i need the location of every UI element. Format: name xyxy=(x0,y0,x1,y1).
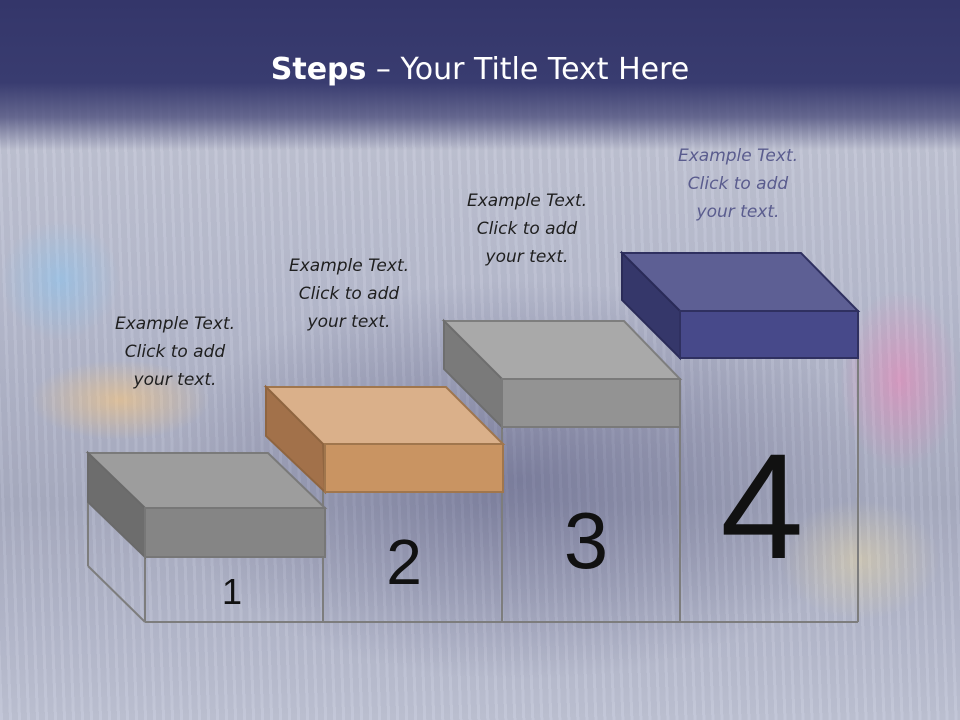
caption-line: Click to add xyxy=(687,174,789,194)
step-number-4: 4 xyxy=(720,422,803,590)
caption-line: Example Text. xyxy=(466,191,588,211)
title-bold: Steps xyxy=(270,52,367,87)
caption-line: Click to add xyxy=(476,219,578,239)
caption-line: Click to add xyxy=(124,342,226,362)
title-bar xyxy=(0,0,960,150)
caption-line: your text. xyxy=(696,202,780,222)
step-caption-1[interactable]: Example Text. Click to add your text. xyxy=(85,310,265,394)
step-block-4[interactable] xyxy=(619,250,861,361)
caption-line: your text. xyxy=(485,247,569,267)
caption-line: your text. xyxy=(133,370,217,390)
caption-line: Click to add xyxy=(298,284,400,304)
caption-line: Example Text. xyxy=(114,314,236,334)
title-rest: – Your Title Text Here xyxy=(366,52,690,87)
step-caption-3[interactable]: Example Text. Click to add your text. xyxy=(437,187,617,271)
step-number-1: 1 xyxy=(222,571,242,612)
step-block-2[interactable] xyxy=(263,384,506,495)
slide-title[interactable]: Steps – Your Title Text Here xyxy=(0,52,960,87)
caption-line: Example Text. xyxy=(288,256,410,276)
caption-line: Example Text. xyxy=(677,146,799,166)
step-caption-2[interactable]: Example Text. Click to add your text. xyxy=(259,252,439,336)
step-caption-4[interactable]: Example Text. Click to add your text. xyxy=(648,142,828,226)
step-number-2: 2 xyxy=(386,526,422,598)
step-block-1[interactable] xyxy=(85,450,328,560)
caption-line: your text. xyxy=(307,312,391,332)
step-block-3[interactable] xyxy=(441,318,683,430)
step-number-3: 3 xyxy=(564,496,609,585)
